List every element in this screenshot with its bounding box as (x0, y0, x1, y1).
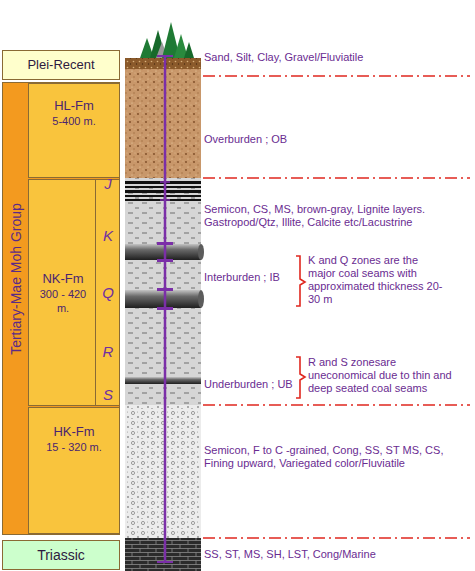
layer-name: Overburden ; OB (204, 133, 287, 146)
lithology-note: SS, ST, MS, SH, LST, Cong/Marine (204, 548, 376, 561)
zone-note: R and S zonesare uneconomical due to thi… (308, 356, 458, 395)
lithology-note: Semicon, CS, MS, brown-gray, Lignite lay… (204, 203, 466, 229)
layer-name: Interburden ; IB (204, 271, 280, 284)
lithology-note: Sand, Silt, Clay, Gravel/Fluviatile (204, 51, 363, 64)
layer-name: Underburden ; UB (204, 378, 293, 391)
coal-zone-letter: J (96, 175, 120, 192)
unit-name: HL-Fm (54, 98, 94, 114)
group-name: Tertiary-Mae Moh Group (5, 53, 27, 504)
thickness-range: 5-400 m. (52, 114, 95, 128)
coal-zone-letter: R (96, 343, 120, 360)
period-box: Triassic (2, 540, 120, 570)
formation-box: HL-Fm5-400 m. (28, 83, 120, 178)
group-band: Tertiary-Mae Moh GroupHL-Fm5-400 m.NK-Fm… (2, 82, 120, 535)
unit-name: HK-Fm (53, 424, 94, 440)
unit-name: Plei-Recent (27, 57, 94, 73)
epoch-box: Plei-Recent (2, 50, 120, 80)
unit-name: Triassic (37, 547, 85, 564)
thickness-range: 15 - 320 m. (46, 440, 102, 454)
coal-zone-letter: Q (96, 284, 120, 301)
coal-zone-letter: K (96, 227, 120, 244)
formation-box: HK-Fm15 - 320 m. (28, 407, 120, 534)
coal-zone-letter: S (96, 386, 120, 403)
zone-note: K and Q zones are the major coal seams w… (308, 254, 448, 306)
thickness-range: 300 - 420 m. (33, 287, 93, 315)
unit-name: NK-Fm (42, 271, 83, 287)
lithology-note: Semicon, F to C -grained, Cong, SS, ST M… (204, 444, 466, 470)
